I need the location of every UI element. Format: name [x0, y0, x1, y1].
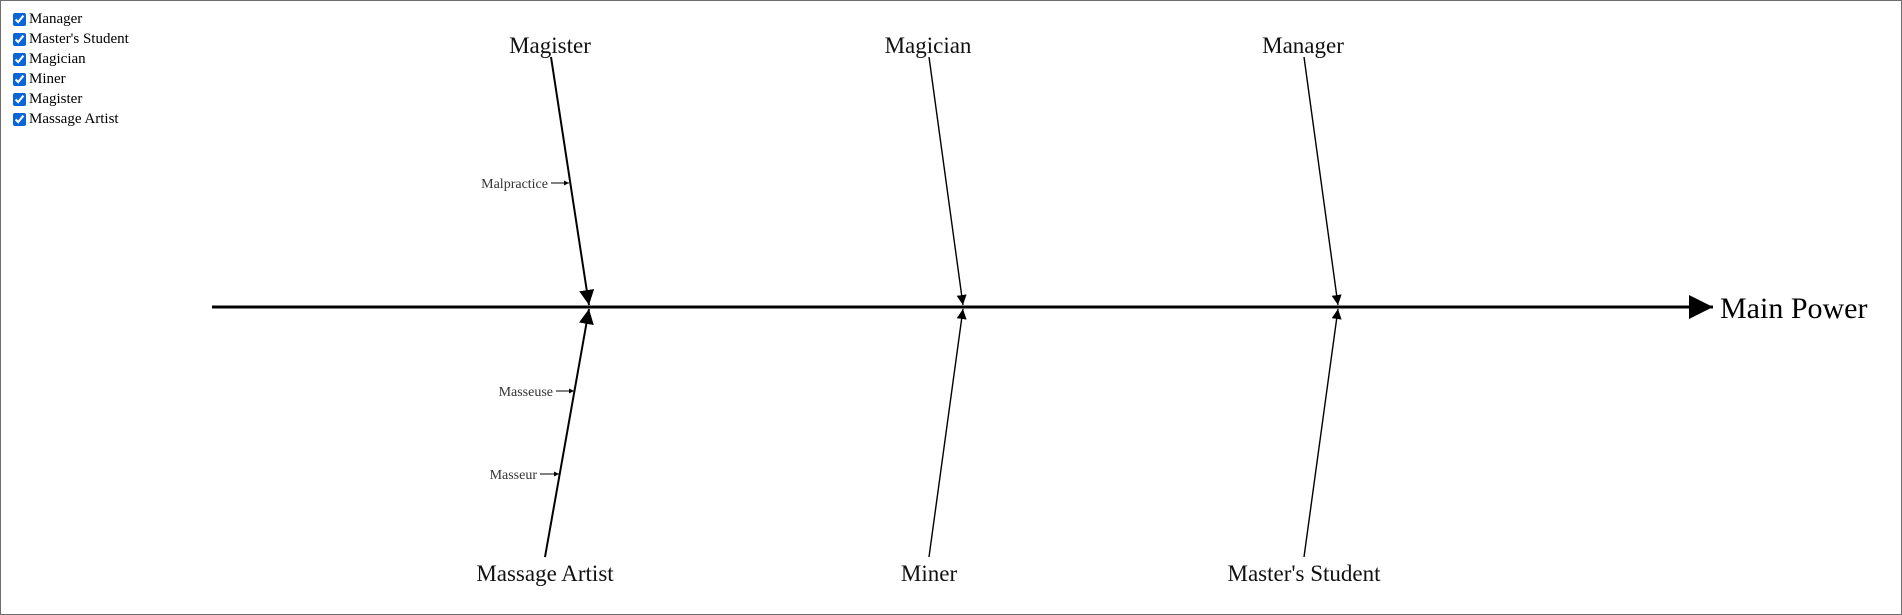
legend-checkbox-massage-artist[interactable] [13, 112, 26, 126]
legend-checkbox-masters-student[interactable] [13, 32, 26, 46]
legend-checkbox-manager[interactable] [13, 12, 26, 26]
bone-magister [550, 56, 595, 306]
category-label-masters-student: Master's Student [1228, 561, 1382, 586]
legend-item-manager[interactable]: Manager [12, 9, 129, 29]
cause-label-masseuse: Masseuse [499, 385, 553, 400]
legend-label-masters-student: Master's Student [29, 31, 129, 47]
legend-label-massage-artist: Massage Artist [29, 111, 119, 127]
bone-manager [1303, 56, 1342, 306]
legend-item-masters-student[interactable]: Master's Student [12, 29, 129, 49]
category-legend: Manager Master's Student Magician Miner … [12, 9, 129, 129]
legend-label-manager: Manager [29, 11, 83, 27]
legend-checkbox-magister[interactable] [13, 92, 26, 106]
category-label-manager: Manager [1262, 33, 1344, 58]
category-label-magician: Magician [885, 33, 972, 58]
cause-label-malpractice: Malpractice [481, 177, 548, 192]
legend-label-magister: Magister [29, 91, 83, 107]
category-label-miner: Miner [901, 561, 958, 586]
bone-masters-student [1303, 308, 1342, 558]
bone-massage-artist [544, 308, 594, 558]
legend-item-magician[interactable]: Magician [12, 49, 129, 69]
legend-item-miner[interactable]: Miner [12, 69, 129, 89]
cause-label-masseur: Masseur [490, 468, 538, 483]
legend-item-massage-artist[interactable]: Massage Artist [12, 109, 129, 129]
legend-checkbox-miner[interactable] [13, 72, 26, 86]
bone-magician [928, 56, 967, 306]
legend-item-magister[interactable]: Magister [12, 89, 129, 109]
legend-label-miner: Miner [29, 71, 66, 87]
category-label-magister: Magister [509, 33, 591, 58]
effect-label: Main Power [1720, 292, 1867, 325]
bone-miner [928, 308, 967, 558]
category-label-massage-artist: Massage Artist [476, 561, 614, 586]
legend-label-magician: Magician [29, 51, 86, 67]
legend-checkbox-magician[interactable] [13, 52, 26, 66]
